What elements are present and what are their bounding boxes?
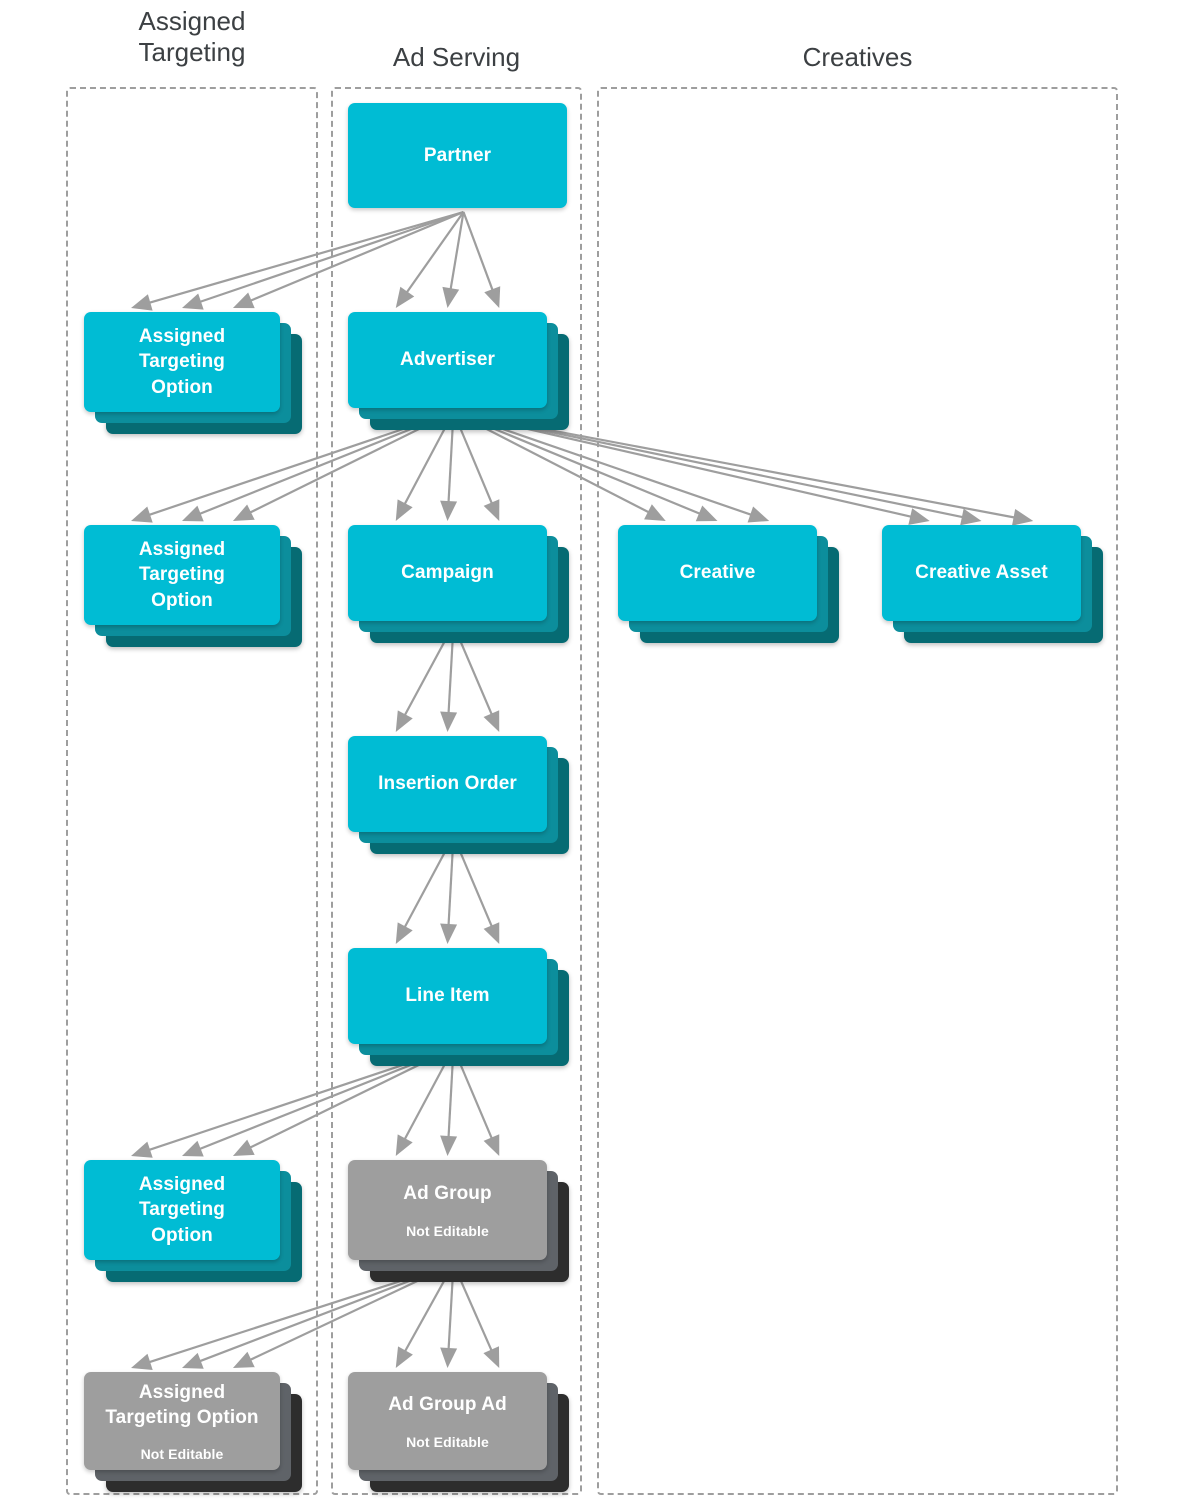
node-card: Line Item (348, 948, 547, 1044)
node-title: Ad Group (403, 1183, 492, 1205)
node-title: Assigned Targeting Option (138, 1174, 226, 1246)
header-creatives: Creatives (802, 42, 913, 72)
node-title: Creative Asset (915, 562, 1048, 584)
node-advertiser: Advertiser (348, 312, 571, 432)
node-assigned-targeting-option-1: Assigned Targeting Option (84, 312, 304, 436)
node-title: Assigned Targeting Option (138, 326, 226, 398)
node-title: Ad Group Ad (388, 1394, 507, 1416)
node-title: Assigned Targeting Option (105, 1381, 259, 1428)
node-card: Creative Asset (882, 525, 1081, 621)
node-title: Campaign (401, 562, 494, 584)
node-ad-group-ad: Ad Group Ad Not Editable (348, 1372, 571, 1494)
node-line-item: Line Item (348, 948, 571, 1068)
group-container-assigned-targeting (66, 87, 318, 1495)
group-container-creatives (597, 87, 1118, 1495)
node-card: Partner (348, 103, 567, 208)
node-title: Assigned Targeting Option (138, 539, 226, 611)
node-title: Creative (679, 562, 756, 584)
node-card: Creative (618, 525, 817, 621)
node-title: Advertiser (400, 349, 495, 371)
node-not-editable-badge: Not Editable (140, 1446, 224, 1463)
node-card: Assigned Targeting Option (84, 312, 280, 412)
node-card: Campaign (348, 525, 547, 621)
node-campaign: Campaign (348, 525, 571, 645)
node-creative-asset: Creative Asset (882, 525, 1105, 645)
node-partner: Partner (348, 103, 591, 232)
node-assigned-targeting-option-2: Assigned Targeting Option (84, 525, 304, 649)
group-container-ad-serving (331, 87, 582, 1495)
node-title: Line Item (405, 985, 490, 1007)
header-ad-serving: Ad Serving (392, 42, 521, 72)
node-card: Assigned Targeting Option (84, 1160, 280, 1260)
node-card: Insertion Order (348, 736, 547, 832)
node-card: Ad Group Ad Not Editable (348, 1372, 547, 1470)
node-card: Assigned Targeting Option (84, 525, 280, 625)
node-title: Insertion Order (378, 773, 517, 795)
header-assigned-targeting: Assigned Targeting (138, 6, 246, 67)
node-card: Advertiser (348, 312, 547, 408)
node-not-editable-badge: Not Editable (406, 1433, 489, 1450)
node-creative: Creative (618, 525, 841, 645)
node-assigned-targeting-option-3: Assigned Targeting Option (84, 1160, 304, 1284)
node-title: Partner (423, 144, 492, 166)
node-not-editable-badge: Not Editable (406, 1222, 489, 1239)
node-insertion-order: Insertion Order (348, 736, 571, 856)
